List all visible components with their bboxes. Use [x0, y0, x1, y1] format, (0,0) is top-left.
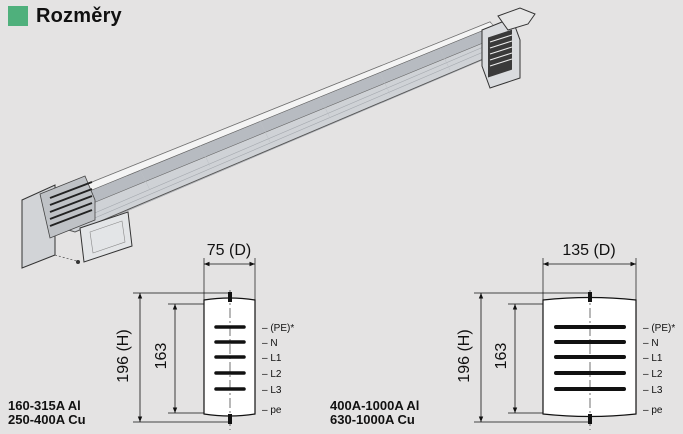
conductor-label-l1-small: – L1: [262, 353, 282, 364]
conductor-label-pe-lower-large: – pe: [643, 405, 663, 416]
rating-small-line-2: 250-400A Cu: [8, 412, 86, 427]
conductor-label-pe-small: – (PE)*: [262, 323, 294, 334]
conductor-label-l2-small: – L2: [262, 369, 282, 380]
section-header: Rozměry: [8, 5, 122, 27]
cross-section-large: [474, 258, 637, 430]
rating-small: 160-315A Al 250-400A Cu: [8, 399, 86, 427]
conductor-label-pe-large: – (PE)*: [643, 323, 675, 334]
busbar-illustration: [21, 7, 536, 269]
conductor-label-n-large: – N: [643, 338, 659, 349]
conductor-label-l1-large: – L1: [643, 353, 663, 364]
rating-large-line-1: 400A-1000A Al: [330, 398, 420, 413]
conductor-label-n-small: – N: [262, 338, 278, 349]
conductor-label-l2-large: – L2: [643, 369, 663, 380]
height-label-large: 196 (H): [456, 329, 473, 382]
conductor-label-l3-large: – L3: [643, 385, 663, 396]
height-label-small: 196 (H): [115, 329, 132, 382]
inner-label-small: 163: [153, 343, 170, 370]
cross-section-small: [133, 258, 256, 430]
inner-label-large: 163: [493, 343, 510, 370]
header-accent-square: [8, 6, 28, 26]
rating-small-line-1: 160-315A Al: [8, 398, 81, 413]
rating-large: 400A-1000A Al 630-1000A Cu: [330, 399, 419, 427]
rating-large-line-2: 630-1000A Cu: [330, 412, 415, 427]
depth-label-large: 135 (D): [562, 242, 615, 259]
conductor-label-pe-lower-small: – pe: [262, 405, 282, 416]
header-title: Rozměry: [36, 4, 122, 27]
depth-label-small: 75 (D): [207, 242, 251, 259]
conductor-label-l3-small: – L3: [262, 385, 282, 396]
